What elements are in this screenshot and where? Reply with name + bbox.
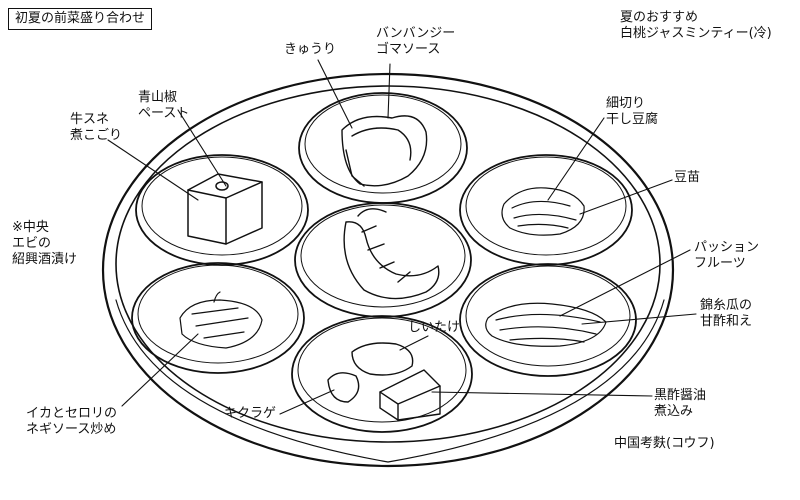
leader-lines [107,59,697,415]
label-aosansho: 青山椒 ペースト [138,90,189,122]
food-hoshidofu [501,187,585,236]
drink-line-1: 夏のおすすめ [620,10,699,25]
label-kurozu-line-2: 煮込み [654,404,694,419]
label-center-ebi-line-1: ※中央 [12,220,49,235]
label-gyusuji: 牛スネ 煮こごり [70,112,122,144]
label-ika-line-2: ネギソース炒め [26,422,117,437]
label-center-ebi-line-2: エビの [12,236,52,251]
food-kinshi [485,302,607,347]
label-center-ebi: ※中央 エビの 紹興酒漬け [12,220,77,268]
plate-upper-right [459,154,633,266]
label-passion-line-1: パッション [694,240,760,255]
label-shiitake: しいたけ [408,320,461,335]
label-aosansho-line-2: ペースト [138,106,190,121]
label-banbanji-line-2: ゴマソース [376,42,441,57]
label-hoshidofu-line-2: 干し豆腐 [606,112,659,127]
drink-recommendation: 夏のおすすめ 白桃ジャスミンティー(冷) [620,10,772,42]
label-ika-line-1: イカとセロリの [26,406,118,421]
label-passion: パッション フルーツ [694,240,759,272]
plate-top-center [298,92,468,204]
drink-line-2: 白桃ジャスミンティー(冷) [620,26,772,41]
label-banbanji-line-1: バンバンジー [376,26,456,41]
label-gyusuji-line-2: 煮こごり [70,128,123,143]
label-hoshidofu-line-1: 細切り [606,96,646,111]
tray-outer-rim [101,72,675,468]
plate-bottom-center [291,315,473,433]
label-kikurage: キクラゲ [224,406,277,421]
label-aosansho-line-1: 青山椒 [138,90,178,105]
label-kurozu: 黒酢醤油 煮込み [654,388,706,420]
menu-title: 初夏の前菜盛り合わせ [8,8,153,30]
food-shiitake-kaofu [327,342,441,421]
plate-upper-left [135,154,309,266]
label-center-ebi-line-3: 紹興酒漬け [12,252,78,267]
label-passion-line-2: フルーツ [694,256,746,271]
tray-inner-rim [115,85,661,443]
label-kinshi: 錦糸瓜の 甘酢和え [700,298,752,330]
label-cucumber: きゅうり [284,42,337,57]
label-ika: イカとセロリの ネギソース炒め [26,406,117,438]
label-banbanji: バンバンジー ゴマソース [376,26,455,58]
label-kinshi-line-1: 錦糸瓜の [700,298,753,313]
food-gyusuji-cube [187,173,263,245]
food-ika-celery [179,291,263,349]
tray-depth-shadow [115,299,665,463]
label-gyusuji-line-1: 牛スネ [70,112,110,127]
label-hoshidofu: 細切り 干し豆腐 [606,96,658,128]
label-toumyo: 豆苗 [674,170,701,185]
label-kinshi-line-2: 甘酢和え [700,314,753,329]
plate-lower-left [131,262,305,374]
label-kurozu-line-1: 黒酢醤油 [654,388,707,403]
food-banbanji [341,115,428,187]
plate-center [294,202,472,318]
label-kaofu: 中国考麩(コウフ) [614,436,715,451]
food-shrimp [343,208,440,300]
plate-lower-right [459,263,637,377]
